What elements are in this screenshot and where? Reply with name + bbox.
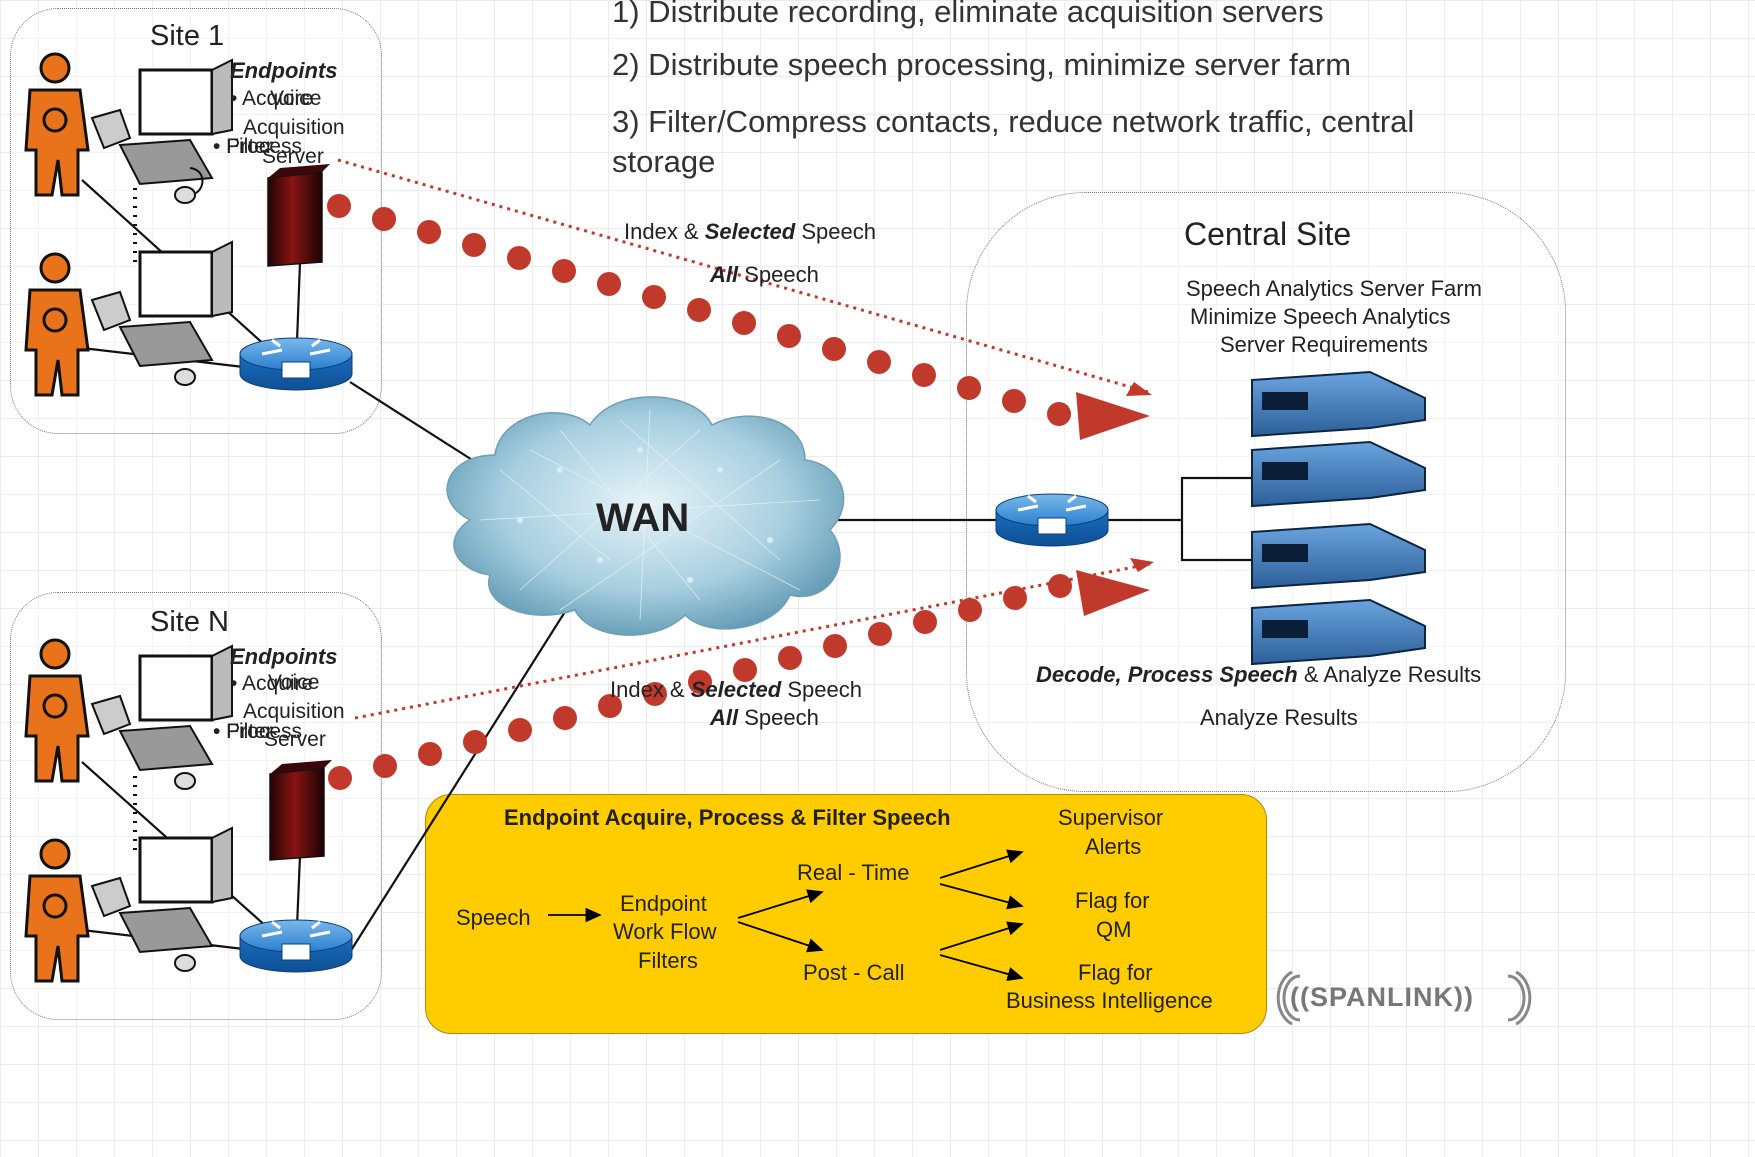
- workflow-arrows: [548, 849, 1024, 982]
- upper-all-suffix: Speech: [744, 262, 819, 287]
- workflow-bi-line1: Flag for: [1078, 960, 1153, 985]
- workflow-box: [425, 794, 1267, 1034]
- siten-endpoints-heading: Endpoints: [230, 644, 338, 669]
- siten-server-voice: Voice: [268, 671, 320, 694]
- workflow-endpoint-line3: Filters: [638, 948, 698, 973]
- lower-thin-arrowhead: [1130, 558, 1154, 572]
- site1-bullet-acquire: • Acquire: [230, 87, 314, 110]
- lower-index-bold: Selected: [690, 677, 782, 702]
- workflow-title: Endpoint Acquire, Process & Filter Speec…: [504, 805, 951, 830]
- lower-all-bold: All: [710, 705, 739, 730]
- logo-mark: [1276, 970, 1532, 1026]
- siten-acquisition-server: [269, 760, 332, 861]
- central-decode-bold: Decode, Process Speech: [1036, 662, 1298, 687]
- upper-all-bold: All: [710, 262, 739, 287]
- step-3-cont: storage: [612, 144, 716, 179]
- upper-index-prefix: Index &: [624, 219, 699, 244]
- workflow-alerts-line2: Alerts: [1085, 834, 1142, 859]
- siten-bullet-filter: • Filter: [213, 720, 273, 743]
- workflow-qm-line2: QM: [1096, 917, 1132, 942]
- central-server-3: [1251, 522, 1426, 590]
- site1-bullet-process: • Process: [213, 135, 303, 158]
- upper-all-label: All Speech: [710, 262, 819, 288]
- workflow-postcall: Post - Call: [803, 960, 905, 985]
- siten-agent-1: [24, 638, 233, 790]
- upper-index-label: Index & Selected Speech: [624, 219, 876, 245]
- wan-label: WAN: [596, 496, 690, 540]
- spanlink-logo: ((SPANLINK)): [1290, 982, 1474, 1012]
- site-n-title: Site N: [150, 606, 229, 638]
- siten-bullet-process: • Process: [213, 720, 303, 743]
- central-router: [995, 493, 1109, 547]
- wan-cloud: [446, 396, 845, 636]
- workflow-alerts-line1: Supervisor: [1058, 805, 1164, 830]
- workflow-qm-line1: Flag for: [1075, 888, 1150, 913]
- central-farm-line3: Server Requirements: [1220, 332, 1428, 357]
- siten-server-acquisition: Acquisition: [243, 700, 345, 723]
- step-2: 2) Distribute speech processing, minimiz…: [612, 47, 1352, 82]
- siten-router: [239, 919, 353, 973]
- site1-agent-2: [24, 240, 233, 397]
- workflow-speech: Speech: [456, 905, 531, 930]
- lower-big-flow: [328, 570, 1150, 790]
- site1-router: [239, 337, 353, 391]
- step-3: 3) Filter/Compress contacts, reduce netw…: [612, 104, 1415, 139]
- upper-big-flow: [327, 194, 1150, 440]
- site1-bullet-filter: • Filter: [213, 135, 273, 158]
- upper-index-suffix: Speech: [801, 219, 876, 244]
- central-server-1: [1251, 370, 1426, 438]
- upper-index-bold: Selected: [704, 219, 796, 244]
- site-1-title: Site 1: [150, 20, 225, 52]
- lower-index-prefix: Index &: [610, 677, 685, 702]
- siten-bullet-acquire: • Acquire: [230, 672, 314, 695]
- lower-index-suffix: Speech: [787, 677, 862, 702]
- central-analyze-label: Analyze Results: [1200, 705, 1358, 730]
- central-site-title: Central Site: [1184, 216, 1352, 252]
- site1-endpoints-heading: Endpoints: [230, 58, 338, 83]
- central-decode-suffix: & Analyze Results: [1303, 662, 1482, 687]
- lower-all-suffix: Speech: [744, 705, 819, 730]
- lower-all-label: All Speech: [710, 705, 819, 731]
- central-farm-line2: Minimize Speech Analytics: [1190, 304, 1451, 329]
- siten-server-server: Server: [264, 728, 326, 751]
- central-farm-line1: Speech Analytics Server Farm: [1186, 276, 1482, 301]
- site1-server-acquisition: Acquisition: [243, 116, 345, 139]
- site1-acquisition-server: [267, 164, 330, 267]
- central-decode-label: Decode, Process Speech & Analyze Results: [1036, 662, 1481, 688]
- siten-agent-2: [24, 826, 233, 983]
- site1-server-server: Server: [262, 145, 324, 168]
- site1-server-voice: Voice: [270, 87, 322, 110]
- central-server-2: [1251, 440, 1426, 508]
- workflow-endpoint-line2: Work Flow: [613, 919, 717, 944]
- upper-thin-arrowhead: [1126, 382, 1152, 396]
- workflow-endpoint-line1: Endpoint: [620, 891, 707, 916]
- central-server-4: [1251, 598, 1426, 666]
- site1-agent-1: [24, 52, 233, 204]
- workflow-realtime: Real - Time: [797, 860, 910, 885]
- lower-index-label: Index & Selected Speech: [610, 677, 862, 703]
- workflow-bi-line2: Business Intelligence: [1006, 988, 1213, 1013]
- step-1: 1) Distribute recording, eliminate acqui…: [612, 0, 1324, 29]
